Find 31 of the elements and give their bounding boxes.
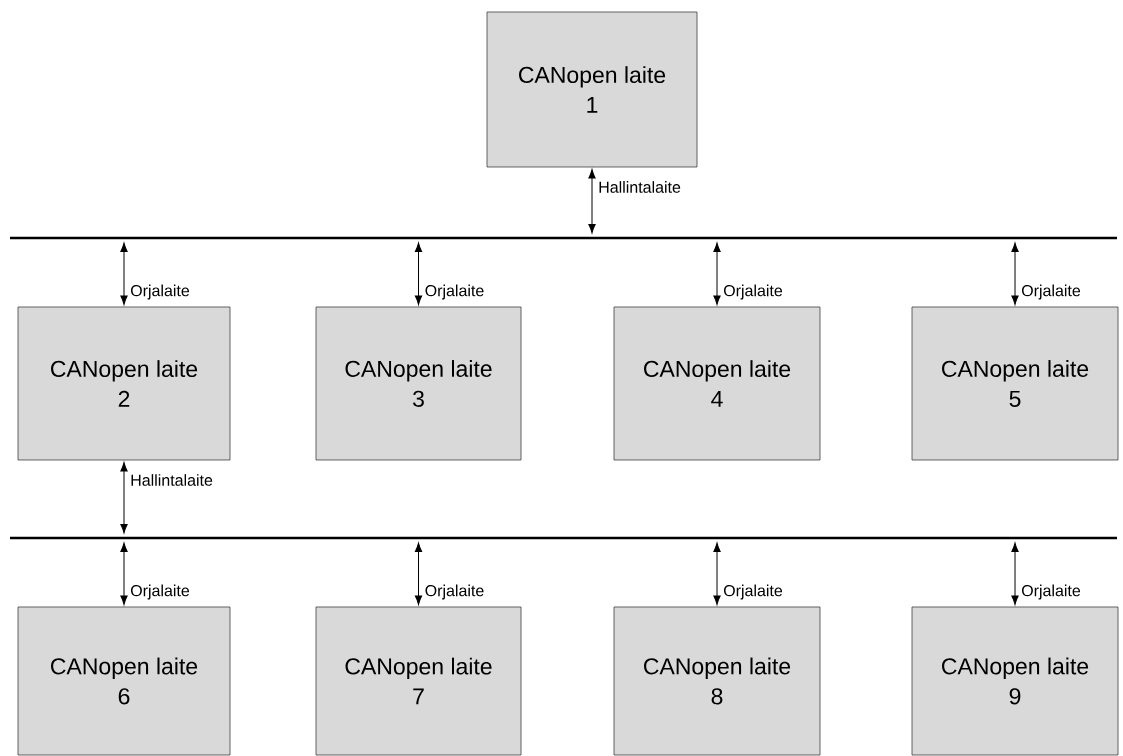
edge-label: Orjalaite	[1020, 583, 1082, 601]
device-box: CANopen laite 1	[486, 11, 698, 168]
device-box: CANopen laite 8	[613, 606, 821, 756]
edge-label: Hallintalaite	[129, 473, 214, 487]
arrow	[1011, 542, 1019, 605]
bus-line	[10, 536, 1117, 540]
device-box: CANopen laite 2	[17, 306, 231, 461]
edge-label: Orjalaite	[423, 283, 486, 301]
edge-label: Hallintalaite	[597, 180, 682, 194]
device-box: CANopen laite 4	[613, 306, 821, 461]
edge-label: Orjalaite	[129, 283, 191, 301]
device-box: CANopen laite 7	[315, 606, 522, 756]
arrow	[120, 462, 128, 534]
arrow	[713, 242, 721, 305]
edge-label: Orjalaite	[129, 583, 191, 601]
arrow	[120, 542, 128, 605]
arrow	[414, 542, 423, 605]
bus-line	[10, 236, 1117, 240]
arrow	[414, 242, 423, 305]
edge-label: Orjalaite	[423, 583, 486, 601]
device-box: CANopen laite 5	[911, 306, 1119, 461]
edge-label: Orjalaite	[722, 283, 784, 301]
device-box: CANopen laite 6	[17, 606, 231, 756]
device-box: CANopen laite 3	[315, 306, 522, 461]
edge-label: Orjalaite	[1020, 283, 1082, 301]
arrow	[1011, 242, 1019, 305]
arrow	[120, 242, 128, 305]
arrow	[588, 169, 596, 234]
device-box: CANopen laite 9	[911, 606, 1119, 756]
edge-label: Orjalaite	[722, 583, 784, 601]
arrow	[713, 542, 721, 605]
